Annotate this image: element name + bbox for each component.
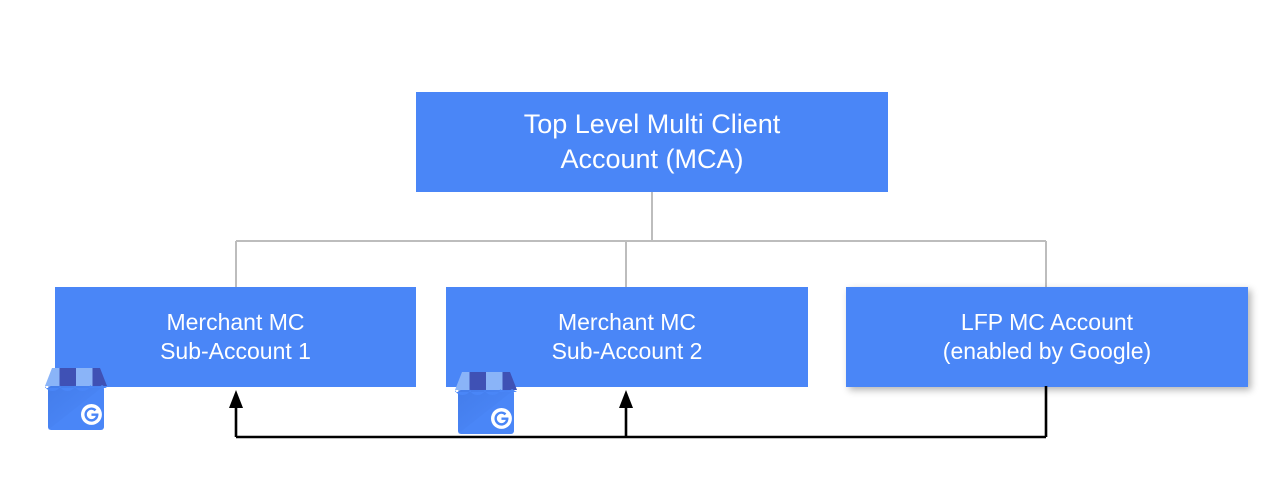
node-lfp-mc-account: LFP MC Account (enabled by Google): [846, 287, 1248, 387]
node-lfp-mc-account-label: LFP MC Account (enabled by Google): [942, 308, 1152, 364]
gmb-awning: [455, 372, 517, 390]
gmb-awning-arcs: [455, 389, 517, 395]
node-top-level-mca-label: Top Level Multi Client Account (MCA): [523, 109, 781, 174]
node-merchant-mc-sub-account-1-label: Merchant MC Sub-Account 1: [160, 308, 311, 364]
gmb-body-shade: [458, 390, 514, 434]
node-merchant-mc-sub-account-1: Merchant MC Sub-Account 1: [55, 287, 416, 387]
gmb-awning-arcs: [45, 385, 107, 391]
node-merchant-mc-sub-account-2-label: Merchant MC Sub-Account 2: [551, 308, 703, 364]
feedback-arrowhead-sub2: [619, 390, 633, 408]
google-g-icon: [491, 408, 512, 429]
google-g-icon: [81, 404, 102, 425]
feedback-arrowhead-sub1: [229, 390, 243, 408]
google-my-business-storefront-icon: [45, 368, 107, 430]
gmb-body-shade: [48, 386, 104, 430]
node-top-level-mca: Top Level Multi Client Account (MCA): [416, 92, 888, 192]
google-my-business-storefront-icon: [455, 372, 517, 434]
node-merchant-mc-sub-account-2: Merchant MC Sub-Account 2: [446, 287, 808, 387]
